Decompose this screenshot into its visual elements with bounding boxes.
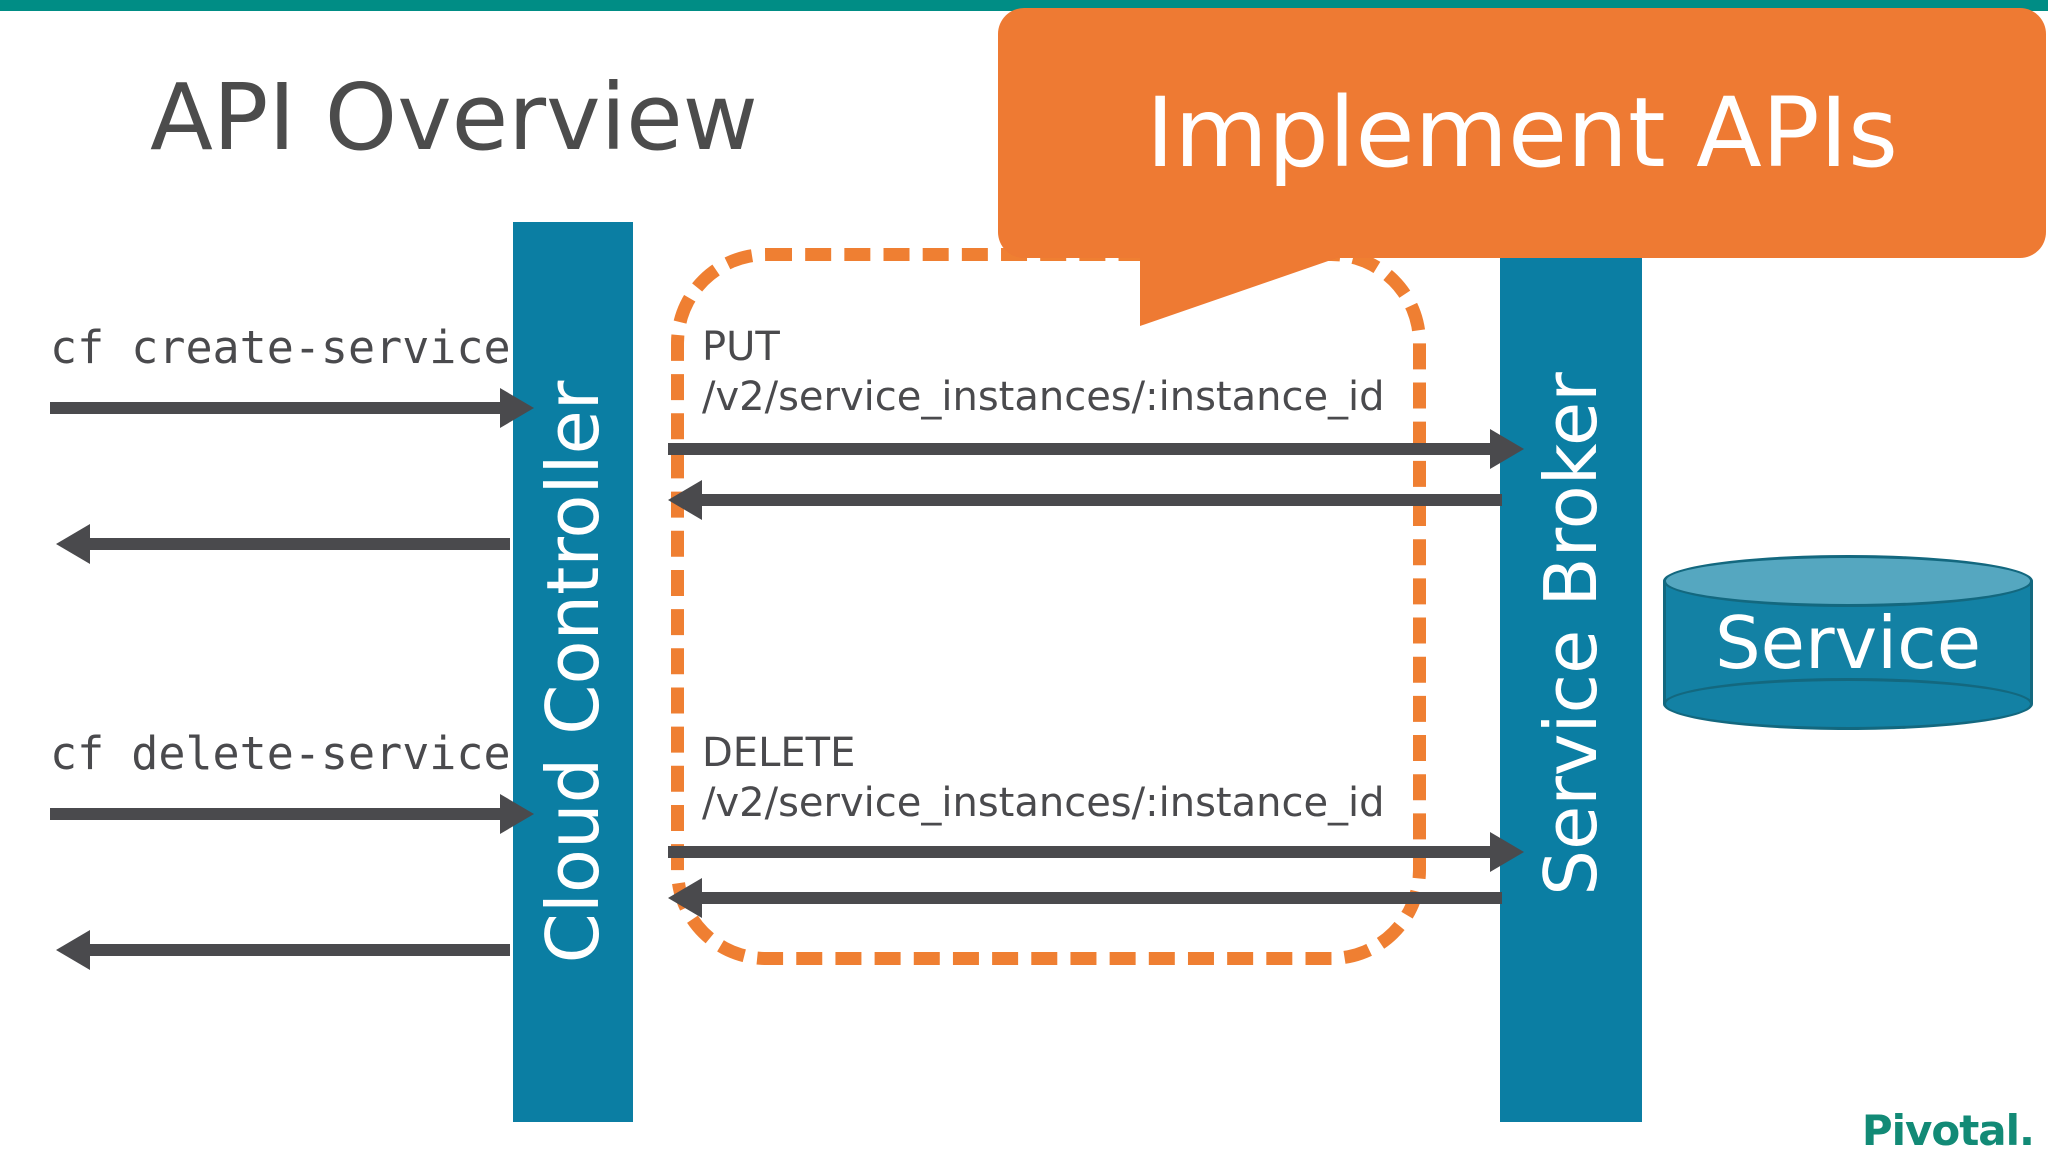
arrow-broker-to-cc-delete-head bbox=[668, 878, 702, 918]
callout-tail bbox=[1140, 250, 1360, 326]
cli-command-create-service: cf create-service bbox=[50, 321, 511, 374]
arrow-cc-to-user-create-line bbox=[90, 538, 510, 550]
cylinder-bottom-ellipse bbox=[1663, 678, 2033, 730]
arrow-cc-to-broker-put-line bbox=[668, 443, 1498, 455]
cli-command-delete-service: cf delete-service bbox=[50, 727, 511, 780]
arrow-broker-to-cc-put-line bbox=[702, 494, 1502, 506]
arrow-broker-to-cc-put-head bbox=[668, 480, 702, 520]
request-delete-method: DELETE bbox=[702, 730, 856, 776]
arrow-cc-to-user-create-head bbox=[56, 524, 90, 564]
lane-cloud-controller-label: Cloud Controller bbox=[531, 380, 615, 964]
arrow-cc-to-user-delete-line bbox=[90, 944, 510, 956]
lane-service-broker: Service Broker bbox=[1500, 145, 1642, 1122]
arrow-cc-to-user-delete-head bbox=[56, 930, 90, 970]
arrow-cc-to-broker-put-head bbox=[1490, 429, 1524, 469]
top-accent-bar bbox=[0, 0, 2048, 11]
arrow-user-to-cc-create-head bbox=[500, 388, 534, 428]
implement-apis-callout: Implement APIs bbox=[998, 8, 2046, 258]
lane-service-broker-label: Service Broker bbox=[1529, 371, 1613, 896]
service-datastore-label: Service bbox=[1714, 600, 1982, 685]
arrow-user-to-cc-delete-head bbox=[500, 794, 534, 834]
request-put-path: /v2/service_instances/:instance_id bbox=[702, 374, 1385, 420]
request-delete-path: /v2/service_instances/:instance_id bbox=[702, 780, 1385, 826]
arrow-cc-to-broker-delete-line bbox=[668, 846, 1498, 858]
lane-cloud-controller: Cloud Controller bbox=[513, 222, 633, 1122]
cylinder-top-ellipse bbox=[1663, 555, 2033, 607]
arrow-broker-to-cc-delete-line bbox=[702, 892, 1502, 904]
arrow-user-to-cc-create-line bbox=[50, 402, 510, 414]
arrow-user-to-cc-delete-line bbox=[50, 808, 510, 820]
service-datastore-cylinder: Service bbox=[1663, 555, 2033, 730]
request-put-method: PUT bbox=[702, 324, 780, 370]
implement-apis-callout-label: Implement APIs bbox=[1146, 77, 1898, 189]
pivotal-logo: Pivotal. bbox=[1861, 1106, 2035, 1155]
page-title: API Overview bbox=[150, 64, 758, 171]
arrow-cc-to-broker-delete-head bbox=[1490, 832, 1524, 872]
